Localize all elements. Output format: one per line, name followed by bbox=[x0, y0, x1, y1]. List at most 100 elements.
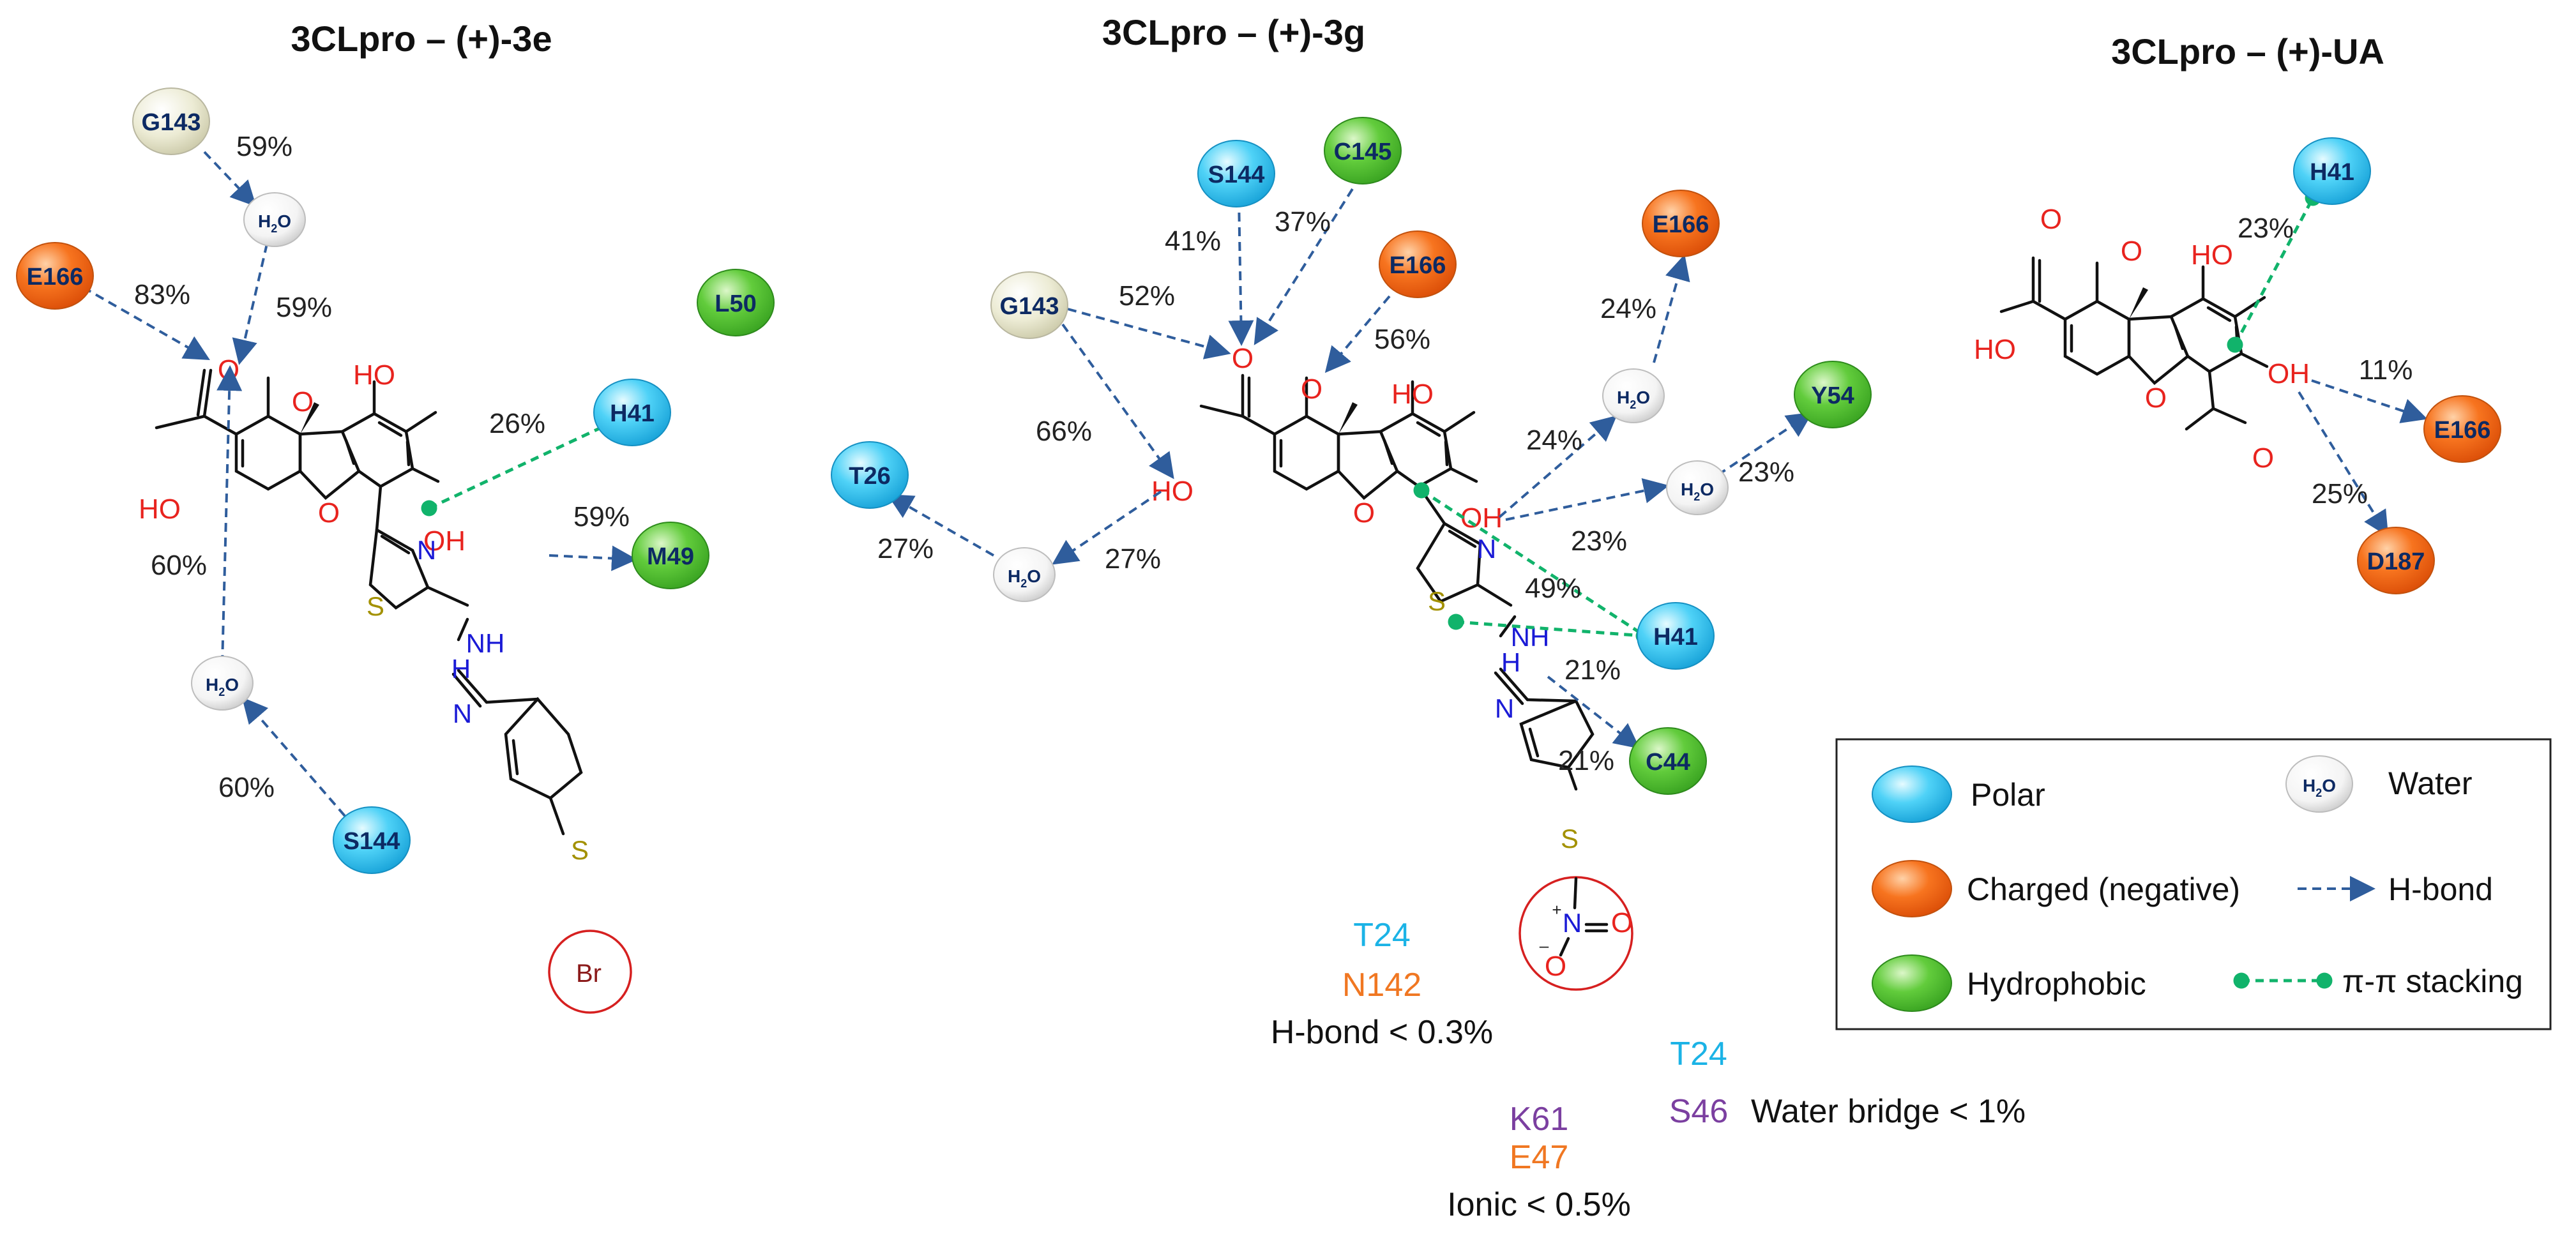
pct-water-o-left: 59% bbox=[276, 292, 332, 323]
note-t24-hbond: T24 bbox=[1353, 917, 1411, 954]
atom-o-acetyl-mid: O bbox=[1232, 343, 1254, 374]
hbond-oh-d187-right bbox=[2298, 391, 2389, 537]
note-hbond-threshold: H-bond < 0.3% bbox=[1271, 1014, 1493, 1051]
pct-e166-right: 11% bbox=[2359, 354, 2413, 386]
legend-hbond-label: H-bond bbox=[2388, 871, 2493, 907]
hbond-oh-water-mid bbox=[1498, 415, 1618, 518]
hbond-e166-o-mid bbox=[1324, 295, 1391, 373]
residue-c44-mid: C44 bbox=[1629, 727, 1707, 795]
svg-text:E166: E166 bbox=[27, 264, 84, 290]
hbond-g143-ho-mid bbox=[1061, 323, 1174, 479]
hbond-oh-water2-mid bbox=[1505, 478, 1669, 521]
panel-left: O O HO HO O OH N S NH H N S Br G143 H2O bbox=[16, 87, 775, 1014]
hbond-water-t26-mid bbox=[887, 494, 994, 557]
atom-o-furan-mid: O bbox=[1353, 497, 1375, 529]
residue-g143-left: G143 bbox=[132, 87, 210, 155]
residue-e166-mid-1: E166 bbox=[1642, 190, 1720, 257]
legend-charged-swatch bbox=[1872, 860, 1952, 917]
svg-text:H2O: H2O bbox=[1008, 566, 1041, 590]
atom-s-thiazole-left: S bbox=[367, 591, 384, 621]
note-k61: K61 bbox=[1510, 1101, 1569, 1138]
hbond-water-e166-mid bbox=[1653, 254, 1690, 363]
atom-ho-top-right: HO bbox=[2191, 239, 2233, 271]
legend-charged-label: Charged (negative) bbox=[1967, 871, 2240, 907]
svg-text:G143: G143 bbox=[142, 109, 201, 136]
hbond-ho-water-mid bbox=[1052, 490, 1162, 565]
panel-middle: O O HO HO O OH N S NH H N S N O O + – bbox=[831, 117, 1872, 991]
svg-text:H2O: H2O bbox=[206, 675, 239, 698]
svg-text:M49: M49 bbox=[647, 543, 694, 570]
residue-c145-mid: C145 bbox=[1324, 117, 1402, 185]
svg-text:D187: D187 bbox=[2367, 548, 2425, 575]
svg-text:Y54: Y54 bbox=[1811, 382, 1854, 409]
atom-o-nitro-2: O bbox=[1545, 951, 1566, 982]
residue-s144-left: S144 bbox=[333, 806, 411, 874]
residue-l50-left: L50 bbox=[697, 269, 775, 336]
note-n142: N142 bbox=[1342, 967, 1421, 1004]
water-mid-3: H2O bbox=[993, 547, 1056, 602]
legend-hydrophobic-label: Hydrophobic bbox=[1967, 966, 2146, 1002]
hbond-s144-water-left bbox=[241, 697, 346, 817]
hbond-oh-e166-right bbox=[2311, 379, 2428, 423]
title-middle: 3CLpro – (+)-3g bbox=[1102, 12, 1365, 52]
atom-oh-right-right: OH bbox=[2268, 358, 2310, 389]
svg-text:C44: C44 bbox=[1646, 749, 1690, 776]
atom-o-acetyl-right: O bbox=[2040, 204, 2062, 235]
svg-text:H2O: H2O bbox=[1617, 388, 1650, 411]
hbond-oh-m49-left bbox=[549, 545, 637, 571]
hbond-water-ho-left bbox=[216, 365, 243, 665]
title-left: 3CLpro – (+)-3e bbox=[291, 19, 552, 59]
pct-oh-water-mid: 24% bbox=[1526, 425, 1582, 456]
legend-pi-label: π-π stacking bbox=[2342, 963, 2523, 999]
atom-hn-mid: H bbox=[1501, 647, 1520, 677]
title-right: 3CLpro – (+)-UA bbox=[2111, 31, 2384, 72]
legend-polar-label: Polar bbox=[1971, 777, 2045, 813]
svg-text:T26: T26 bbox=[849, 463, 890, 490]
pct-oh-water2-mid: 23% bbox=[1571, 525, 1627, 557]
svg-text:E166: E166 bbox=[1390, 252, 1446, 279]
pct-water-e166-mid: 24% bbox=[1600, 293, 1656, 324]
pct-water-ho-mid: 27% bbox=[1105, 543, 1161, 575]
note-t24-water: T24 bbox=[1670, 1036, 1727, 1073]
residue-m49-left: M49 bbox=[632, 522, 709, 589]
hbond-c145-o-mid bbox=[1254, 188, 1354, 345]
residue-d187-right: D187 bbox=[2357, 527, 2435, 594]
pct-c44-mid: 21% bbox=[1558, 745, 1614, 776]
note-e47: E47 bbox=[1510, 1139, 1569, 1176]
atom-n-imine-mid: N bbox=[1495, 693, 1514, 723]
atom-s-thiophene-mid: S bbox=[1561, 824, 1579, 854]
svg-text:C145: C145 bbox=[1334, 139, 1392, 165]
atom-ho-left: HO bbox=[139, 494, 181, 525]
pi-stacking-h41-ring-mid bbox=[1413, 482, 1653, 644]
pi-stacking-h41-thiazole-mid bbox=[1448, 614, 1652, 644]
svg-text:H41: H41 bbox=[1653, 624, 1698, 651]
svg-text:H41: H41 bbox=[610, 400, 655, 427]
panel-right: O O HO HO O OH O H41 E166 D187 23% 11% 2… bbox=[1974, 137, 2501, 594]
legend-polar-swatch bbox=[1872, 765, 1952, 823]
svg-text:L50: L50 bbox=[715, 290, 756, 317]
atom-ho-left-right: HO bbox=[1974, 334, 2016, 365]
legend-water-swatch: H2O bbox=[2285, 755, 2353, 813]
pct-g143-water-left: 59% bbox=[236, 131, 292, 162]
pct-m49-left: 59% bbox=[573, 501, 630, 532]
svg-text:S144: S144 bbox=[1208, 162, 1265, 188]
atom-o-acetyl2-right: O bbox=[2252, 442, 2274, 474]
charge-minus: – bbox=[1540, 936, 1549, 955]
pct-g143-o-mid: 52% bbox=[1119, 280, 1175, 312]
atom-oh-right-left: OH bbox=[423, 525, 466, 557]
hbond-g143-water-left bbox=[203, 151, 257, 207]
charge-plus: + bbox=[1552, 900, 1561, 919]
residue-e166-right: E166 bbox=[2423, 395, 2501, 463]
residue-h41-right: H41 bbox=[2293, 137, 2371, 205]
atom-nh-left: NH bbox=[466, 628, 505, 658]
atom-ho-left-mid: HO bbox=[1151, 476, 1193, 507]
pct-e166-mid: 56% bbox=[1374, 324, 1430, 355]
legend-hydrophobic-swatch bbox=[1872, 954, 1952, 1012]
svg-text:E166: E166 bbox=[1653, 211, 1709, 238]
pct-c145-mid: 37% bbox=[1275, 206, 1331, 237]
pct-e166-left: 83% bbox=[134, 279, 190, 310]
water-mid-2: H2O bbox=[1666, 460, 1729, 515]
svg-text:G143: G143 bbox=[1000, 293, 1059, 320]
residue-g143-mid: G143 bbox=[990, 271, 1068, 339]
svg-text:H2O: H2O bbox=[1681, 479, 1714, 503]
